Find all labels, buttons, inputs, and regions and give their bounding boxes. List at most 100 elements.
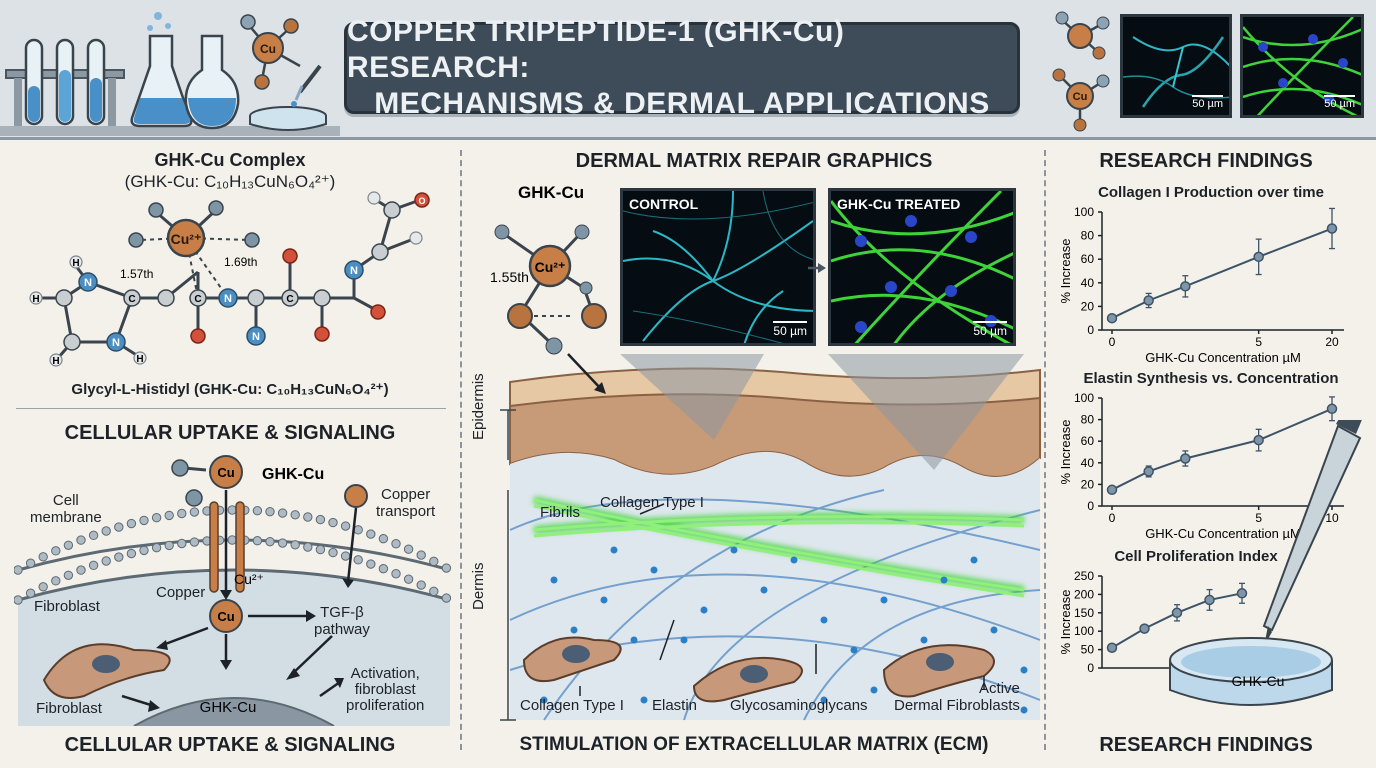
- gag-dot: [570, 626, 578, 634]
- y-tick-label: 0: [1087, 499, 1094, 513]
- gag-dot: [880, 596, 888, 604]
- data-point: [1180, 281, 1191, 292]
- legend-collagen: Collagen Type I: [520, 697, 624, 714]
- atom-label: H: [32, 294, 39, 305]
- y-tick-label: 80: [1081, 229, 1095, 243]
- x-tick-label: 0: [1109, 335, 1116, 349]
- nitrogen-atom-icon: [78, 272, 98, 292]
- lipid-head: [114, 552, 124, 562]
- y-tick-label: 0: [1087, 323, 1094, 337]
- copper-atom-icon: [1067, 23, 1093, 49]
- legend-elastin: Elastin: [652, 697, 698, 714]
- collagen-label: Collagen Type I: [600, 494, 704, 511]
- gag-dot: [760, 586, 768, 594]
- nitrogen-atom-icon: [344, 260, 364, 280]
- lipid-head: [63, 570, 74, 580]
- copper-ion-icon: [166, 218, 206, 258]
- atom-label: H: [72, 258, 79, 269]
- gag-dot: [990, 626, 998, 634]
- lipid-head: [303, 512, 313, 522]
- lipid-head: [290, 510, 300, 520]
- atom-label: N: [350, 265, 358, 277]
- x-tick-label: 20: [1325, 335, 1339, 349]
- gag-dot: [650, 566, 658, 574]
- gag-dot: [730, 546, 738, 554]
- lipid-head: [391, 569, 401, 579]
- lipid-head: [429, 586, 439, 597]
- nucleus-shape: [133, 697, 335, 726]
- lipid-head: [126, 518, 137, 529]
- treated-micrograph: GHK-Cu TREATED 50 µm: [828, 188, 1016, 346]
- atom-label: C: [128, 294, 135, 305]
- lipid-head: [189, 537, 200, 547]
- cu-label: Cu: [217, 609, 234, 624]
- series-line: [1111, 227, 1333, 320]
- lipid-head: [14, 595, 23, 605]
- nucleus-label: GHK-Cu: [200, 699, 257, 716]
- oxygen-atom-icon: [190, 328, 206, 344]
- column-divider: [1044, 150, 1046, 750]
- lipid-head: [164, 540, 174, 551]
- data-point: [1236, 588, 1248, 599]
- data-point: [1326, 403, 1338, 415]
- lipid-head: [277, 508, 288, 518]
- activation-label: Activation, fibroblast proliferation: [346, 665, 425, 714]
- scale-bar-label: 50 µm: [1324, 95, 1355, 110]
- lipid-head: [114, 522, 124, 532]
- gag-dot: [940, 576, 948, 584]
- fibroblast-label-bottom: Fibroblast: [36, 700, 102, 717]
- atom-label: N: [224, 293, 232, 305]
- membrane-lipid-heads: [14, 505, 452, 605]
- gag-dot: [640, 696, 648, 704]
- lipid-head: [441, 593, 452, 603]
- data-point: [1143, 466, 1154, 477]
- cu-label: Cu: [217, 465, 234, 480]
- lipid-head: [429, 556, 439, 567]
- lipid-head: [252, 506, 263, 516]
- oxygen-atom-icon: [314, 326, 330, 342]
- x-axis-label: GHK-Cu Concentration µM: [1145, 350, 1301, 364]
- lipid-head: [76, 535, 86, 545]
- arrow-right-icon: [808, 263, 826, 273]
- chart-3-title: Cell Proliferation Index: [1114, 548, 1278, 565]
- bond-length-label: 1.57th: [120, 267, 153, 281]
- lipid-head: [265, 536, 275, 547]
- y-tick-label: 40: [1081, 276, 1095, 290]
- lipid-head: [177, 538, 187, 549]
- x-tick-label: 0: [1109, 511, 1116, 525]
- y-tick-label: 20: [1081, 477, 1095, 491]
- lipid-head: [101, 556, 111, 566]
- header-micrograph-treated: 50 µm: [1240, 14, 1364, 118]
- y-axis-label: % Increase: [1058, 589, 1073, 654]
- oxygen-atom-icon: [370, 304, 386, 320]
- treated-label: GHK-Cu TREATED: [837, 196, 961, 212]
- chart-1-title: Collagen I Production over time: [1098, 184, 1324, 201]
- gag-dot: [850, 646, 858, 654]
- y-tick-label: 100: [1074, 391, 1094, 405]
- gag-dot: [790, 556, 798, 564]
- scale-bar-label: 50 µm: [973, 321, 1007, 338]
- gag-dot: [600, 596, 608, 604]
- lipid-head: [315, 514, 326, 525]
- lipid-head: [366, 529, 376, 539]
- data-point: [1106, 484, 1118, 496]
- molecule-illustration: Cu: [1052, 11, 1110, 132]
- copper-atom-icon: [252, 32, 284, 64]
- gag-dot: [700, 606, 708, 614]
- bond-length-label: 1.55th: [490, 269, 529, 285]
- oxygen-atom-icon: [414, 192, 430, 208]
- lipid-head: [416, 550, 426, 560]
- copper-ion-icon: [528, 244, 572, 288]
- y-tick-label: 100: [1074, 624, 1094, 638]
- atom-label: Cu: [1073, 91, 1088, 103]
- copper-ion-icon: [344, 484, 368, 508]
- lipid-head: [403, 544, 414, 554]
- data-point: [1326, 223, 1338, 234]
- lipid-head: [101, 526, 111, 536]
- gag-dot: [550, 576, 558, 584]
- lipid-head: [340, 521, 351, 531]
- legend-fibroblasts: Active Dermal Fibroblasts: [894, 680, 1020, 714]
- nitrogen-atom-icon: [246, 326, 266, 346]
- lipid-head: [353, 525, 363, 535]
- y-tick-label: 80: [1081, 413, 1095, 427]
